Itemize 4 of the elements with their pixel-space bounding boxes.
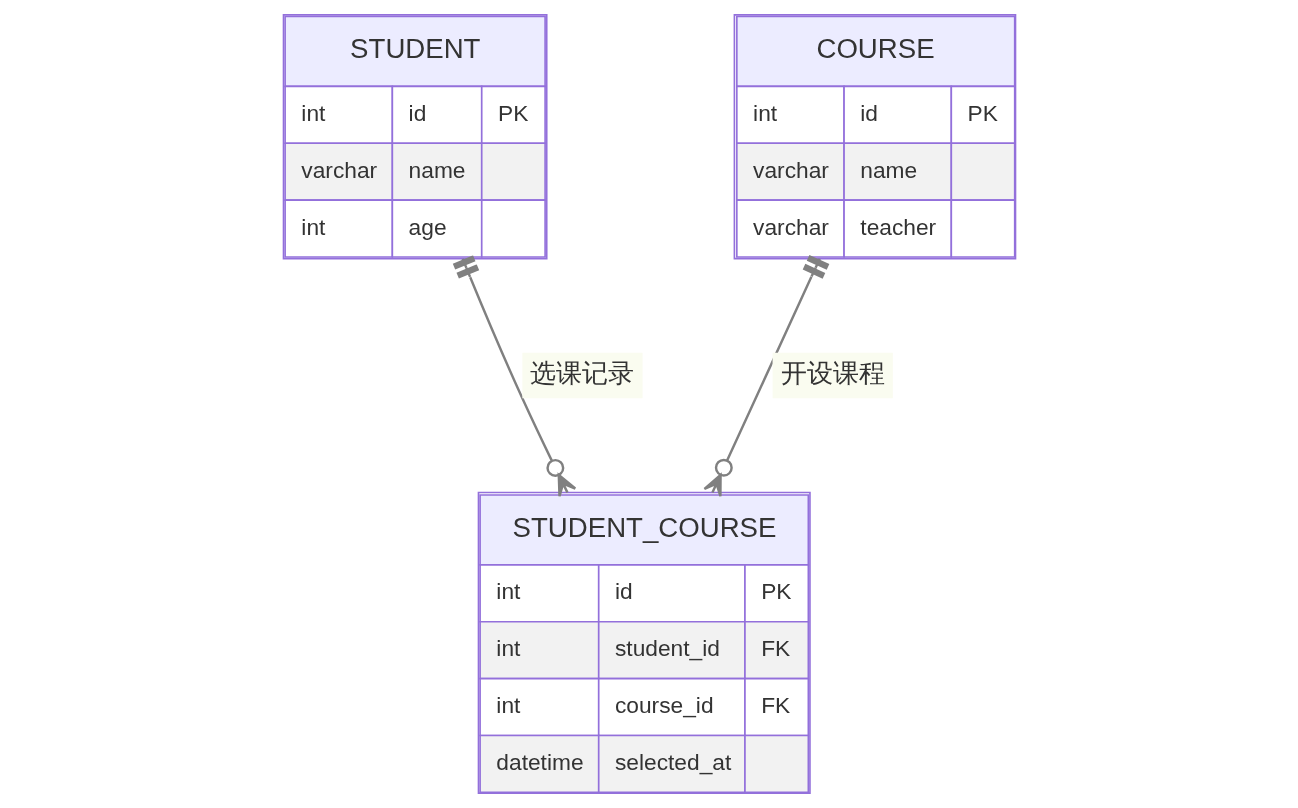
connector: [452, 255, 576, 498]
edge-label: 选课记录: [529, 357, 634, 388]
edge-label: 开设课程: [780, 357, 885, 388]
connector: [702, 254, 829, 498]
